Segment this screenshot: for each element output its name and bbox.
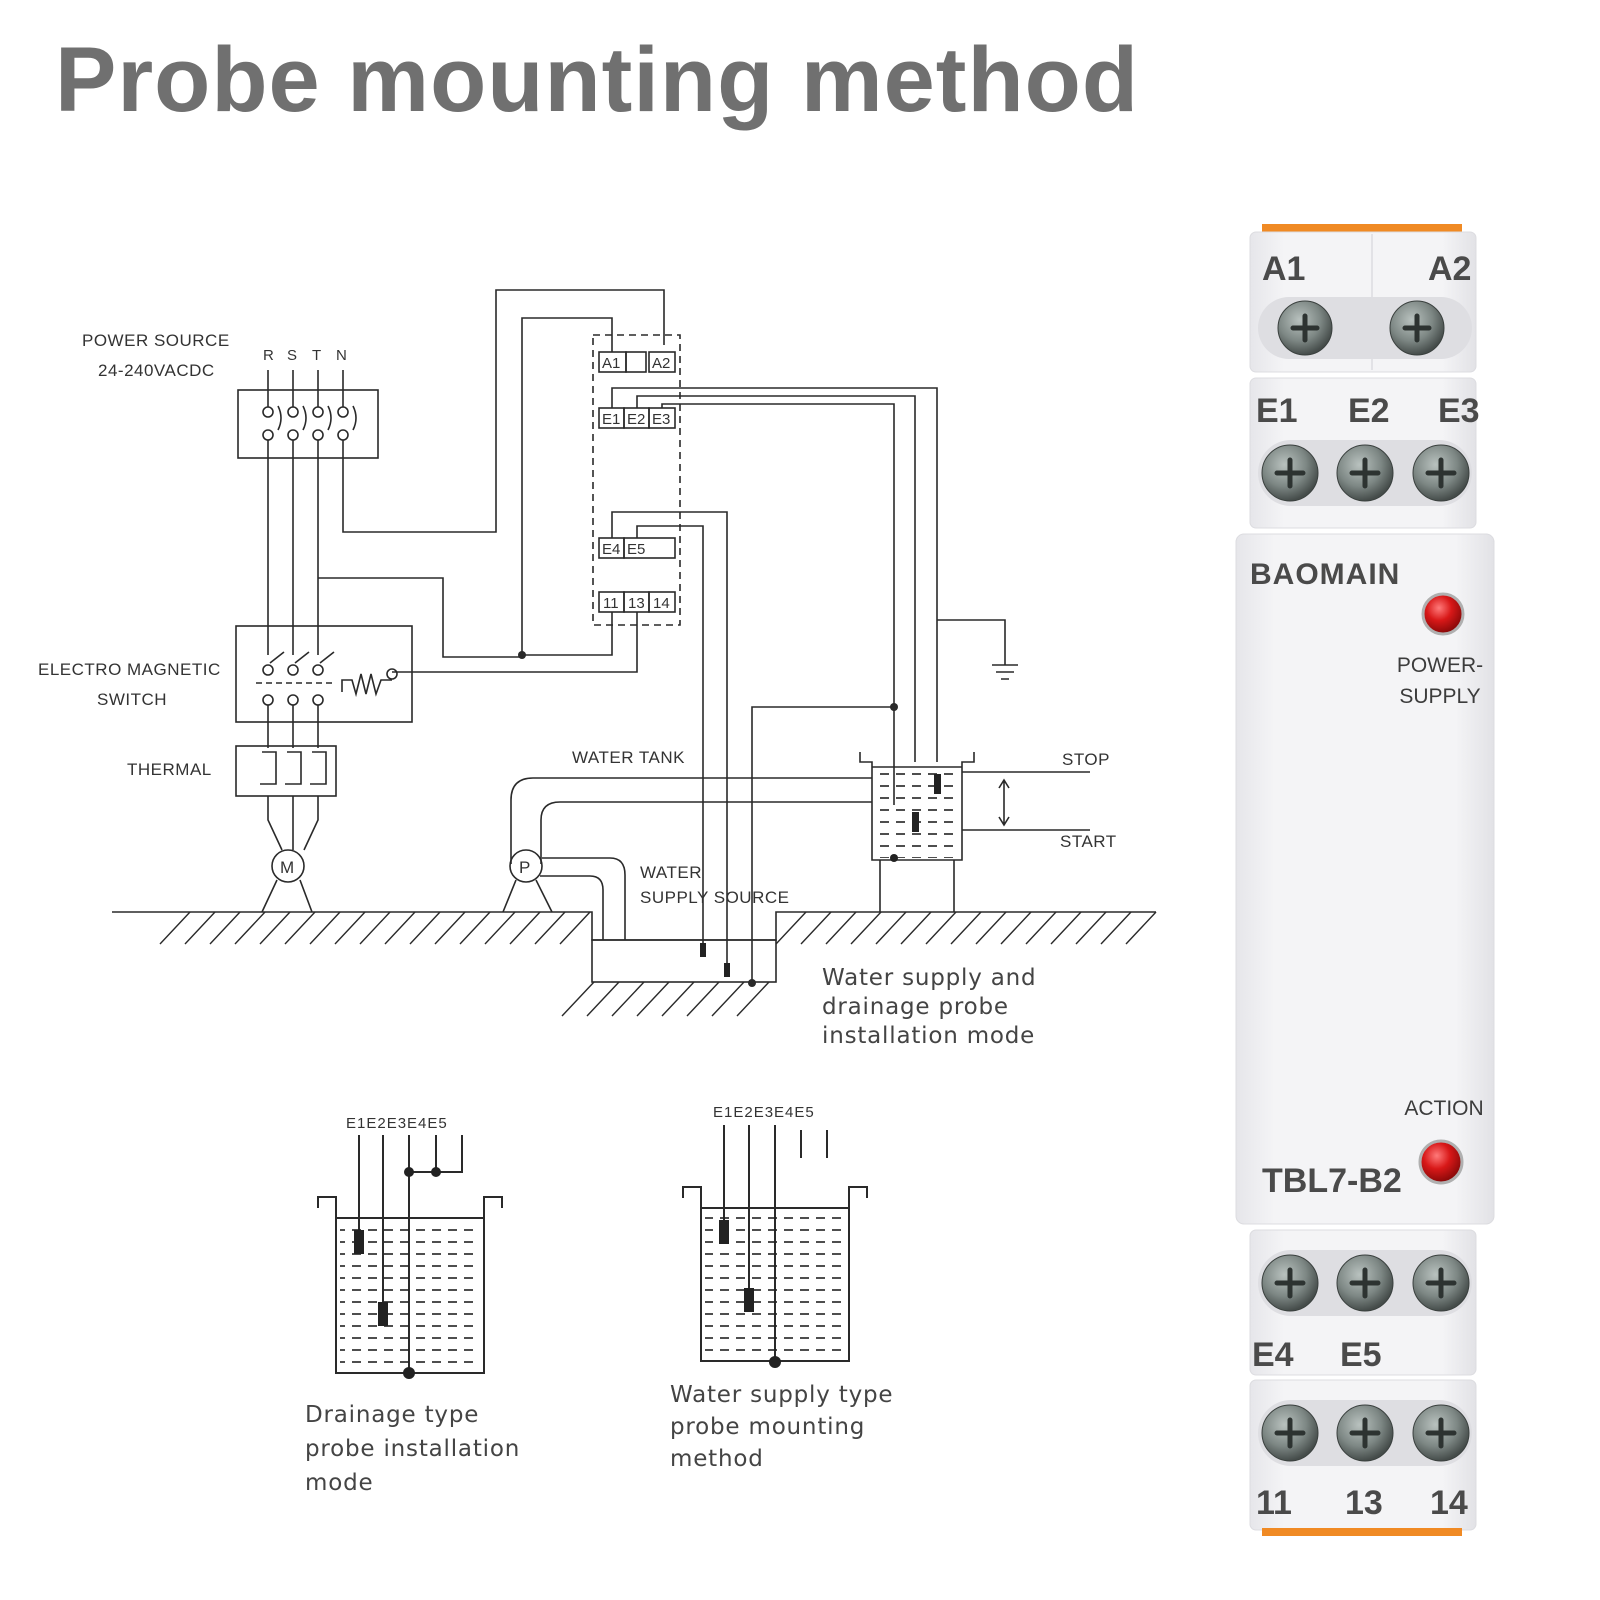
device-label-e4: E4 xyxy=(1252,1336,1294,1374)
relay-terminals xyxy=(598,351,676,613)
term-14: 14 xyxy=(653,595,670,612)
thermal-label: THERMAL xyxy=(127,760,212,779)
term-e4: E4 xyxy=(602,541,620,558)
drainage-terminals: E1E2E3E4E5 xyxy=(346,1115,448,1132)
device-label-13: 13 xyxy=(1345,1484,1383,1522)
brand-logo: BAOMAIN xyxy=(1250,558,1400,591)
pump-label: P xyxy=(519,858,531,877)
water-label: WATER xyxy=(640,863,702,882)
device-label-e3: E3 xyxy=(1438,392,1480,430)
phase-n-label: N xyxy=(336,347,347,364)
supply-source-label: SUPPLY SOURCE xyxy=(640,888,789,907)
device-label-11: 11 xyxy=(1256,1484,1292,1522)
term-e2: E2 xyxy=(627,411,645,428)
pump-symbol xyxy=(509,849,543,883)
em-switch-label-2: SWITCH xyxy=(97,690,167,709)
power-led-label-1: POWER- xyxy=(1397,654,1483,677)
wiring-caption-2: drainage probe xyxy=(822,994,1009,1020)
start-label: START xyxy=(1060,832,1117,851)
power-led-label-2: SUPPLY xyxy=(1399,685,1480,708)
action-led xyxy=(1418,1139,1464,1185)
term-a1: A1 xyxy=(602,355,620,372)
water-supply-source-pit xyxy=(591,939,777,983)
thermal-relay xyxy=(235,745,337,797)
model-label: TBL7-B2 xyxy=(1262,1162,1402,1200)
supply-caption-1: Water supply type xyxy=(670,1382,893,1408)
term-a2: A2 xyxy=(652,355,670,372)
ground-hatching xyxy=(159,911,1157,945)
phase-r-label: R xyxy=(263,347,274,364)
supply-caption-2: probe mounting xyxy=(670,1414,865,1440)
em-switch-contacts xyxy=(256,651,398,706)
term-e3: E3 xyxy=(652,411,670,428)
drainage-caption-3: mode xyxy=(305,1470,373,1496)
power-source-label: POWER SOURCE xyxy=(82,331,230,350)
action-led-label: ACTION xyxy=(1404,1097,1483,1120)
term-e1: E1 xyxy=(602,411,620,428)
power-led xyxy=(1421,592,1465,636)
supply-terminals: E1E2E3E4E5 xyxy=(713,1104,815,1121)
water-tank xyxy=(859,752,975,912)
wiring-diagram: POWER SOURCE 24-240VACDC R S T N A1 A2 xyxy=(38,289,1157,1017)
relay-frame xyxy=(592,334,681,626)
device-label-14: 14 xyxy=(1430,1484,1468,1522)
motor-symbol xyxy=(271,849,305,883)
circuit-breaker xyxy=(237,389,379,459)
term-11: 11 xyxy=(603,595,619,612)
device-label-a1: A1 xyxy=(1262,250,1305,288)
motor-label: M xyxy=(280,858,295,877)
device-label-e2: E2 xyxy=(1348,392,1390,430)
electromagnetic-switch xyxy=(235,625,413,723)
breaker-contacts xyxy=(262,405,357,441)
phase-t-label: T xyxy=(312,347,321,364)
term-13: 13 xyxy=(628,595,645,612)
wiring-caption-1: Water supply and xyxy=(822,965,1036,991)
em-switch-label-1: ELECTRO MAGNETIC xyxy=(38,660,221,679)
top-accent xyxy=(1262,224,1462,234)
bottom-accent xyxy=(1262,1528,1462,1536)
phase-s-label: S xyxy=(287,347,297,364)
voltage-label: 24-240VACDC xyxy=(98,361,215,380)
drainage-caption-1: Drainage type xyxy=(305,1402,479,1428)
device-label-a2: A2 xyxy=(1428,250,1471,288)
terminal-screws xyxy=(1261,300,1470,1462)
drainage-caption-2: probe installation xyxy=(305,1436,520,1462)
drainage-diagram: E1E2E3E4E5 xyxy=(317,1115,503,1379)
term-e5: E5 xyxy=(627,541,645,558)
device-label-e5: E5 xyxy=(1340,1336,1382,1374)
supply-diagram: E1E2E3E4E5 xyxy=(682,1104,868,1368)
page-title: Probe mounting method xyxy=(55,29,1140,131)
ground-symbol xyxy=(992,664,1018,680)
device-label-e1: E1 xyxy=(1256,392,1298,430)
supply-caption-3: method xyxy=(670,1446,764,1472)
wiring-caption-3: installation mode xyxy=(822,1023,1035,1049)
water-tank-label: WATER TANK xyxy=(572,748,685,767)
stop-label: STOP xyxy=(1062,750,1110,769)
